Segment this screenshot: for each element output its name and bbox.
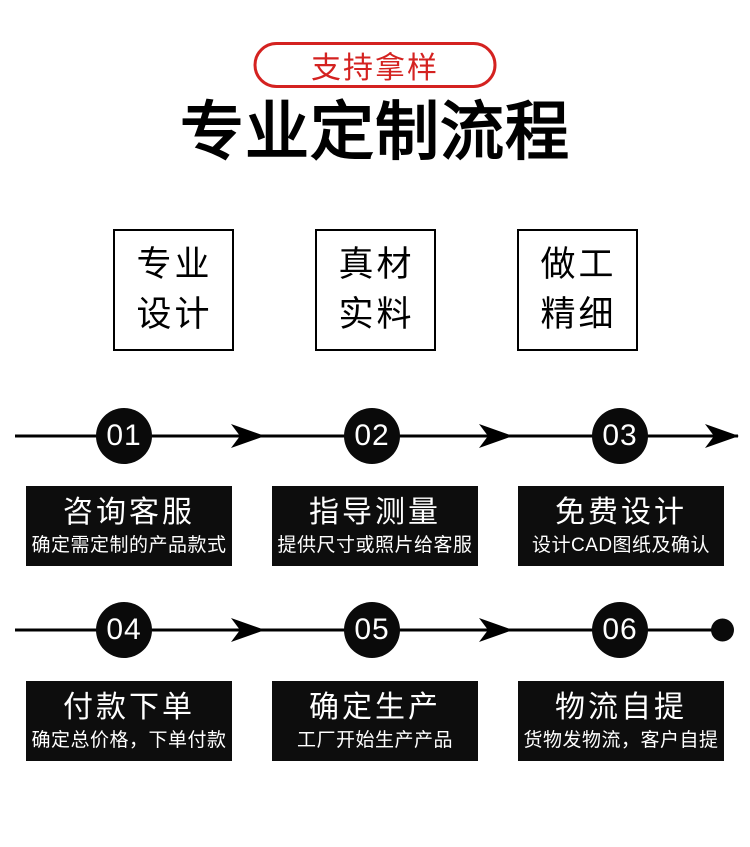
- arrow-right-icon: [479, 618, 513, 642]
- step-label-payment: 付款下单 确定总价格，下单付款: [26, 681, 232, 761]
- step-title: 物流自提: [555, 690, 687, 724]
- feature-box-design: 专业 设计: [112, 229, 234, 351]
- step-title: 咨询客服: [63, 495, 195, 529]
- step-title: 付款下单: [63, 690, 195, 724]
- flow-end-dot: [711, 618, 734, 642]
- feature-line: 精细: [540, 295, 617, 334]
- flow-row-1: 01 02 03: [0, 408, 750, 464]
- arrow-right-icon: [231, 424, 265, 448]
- step-label-logistics: 物流自提 货物发物流，客户自提: [518, 681, 724, 761]
- step-labels-row-2: 付款下单 确定总价格，下单付款 确定生产 工厂开始生产产品 物流自提 货物发物流…: [0, 681, 750, 761]
- arrow-right-icon: [231, 618, 265, 642]
- feature-box-workmanship: 做工 精细: [516, 229, 638, 351]
- step-description: 确定总价格，下单付款: [31, 729, 227, 751]
- feature-line: 实料: [338, 295, 415, 334]
- step-number-02: 02: [344, 408, 400, 464]
- feature-line: 做工: [540, 245, 617, 284]
- step-description: 工厂开始生产产品: [296, 729, 453, 751]
- step-number-03: 03: [592, 408, 648, 464]
- step-label-free-design: 免费设计 设计CAD图纸及确认: [518, 486, 724, 566]
- step-number-05: 05: [344, 602, 400, 658]
- step-number-04: 04: [96, 602, 152, 658]
- step-number-01: 01: [96, 408, 152, 464]
- sample-support-badge-label: 支持拿样: [311, 52, 439, 85]
- flow-row-2: 04 05 06: [0, 602, 750, 658]
- feature-line: 真材: [338, 245, 415, 284]
- step-label-measure: 指导测量 提供尺寸或照片给客服: [272, 486, 478, 566]
- step-description: 提供尺寸或照片给客服: [277, 534, 473, 556]
- step-label-consult: 咨询客服 确定需定制的产品款式: [26, 486, 232, 566]
- step-label-production: 确定生产 工厂开始生产产品: [272, 681, 478, 761]
- step-labels-row-1: 咨询客服 确定需定制的产品款式 指导测量 提供尺寸或照片给客服 免费设计 设计C…: [0, 486, 750, 566]
- step-title: 免费设计: [555, 495, 687, 529]
- step-title: 指导测量: [309, 495, 441, 529]
- step-description: 设计CAD图纸及确认: [531, 534, 711, 556]
- arrow-right-icon: [479, 424, 513, 448]
- feature-line: 专业: [136, 245, 213, 284]
- step-description: 确定需定制的产品款式: [31, 534, 227, 556]
- step-number-06: 06: [592, 602, 648, 658]
- feature-line: 设计: [136, 295, 213, 334]
- step-title: 确定生产: [309, 690, 441, 724]
- arrow-right-icon: [705, 424, 739, 448]
- sample-support-badge: 支持拿样: [253, 42, 497, 88]
- page-title: 专业定制流程: [180, 96, 570, 170]
- step-description: 货物发物流，客户自提: [523, 729, 719, 751]
- feature-boxes: 专业 设计 真材 实料 做工 精细: [0, 229, 750, 351]
- feature-box-materials: 真材 实料: [314, 229, 436, 351]
